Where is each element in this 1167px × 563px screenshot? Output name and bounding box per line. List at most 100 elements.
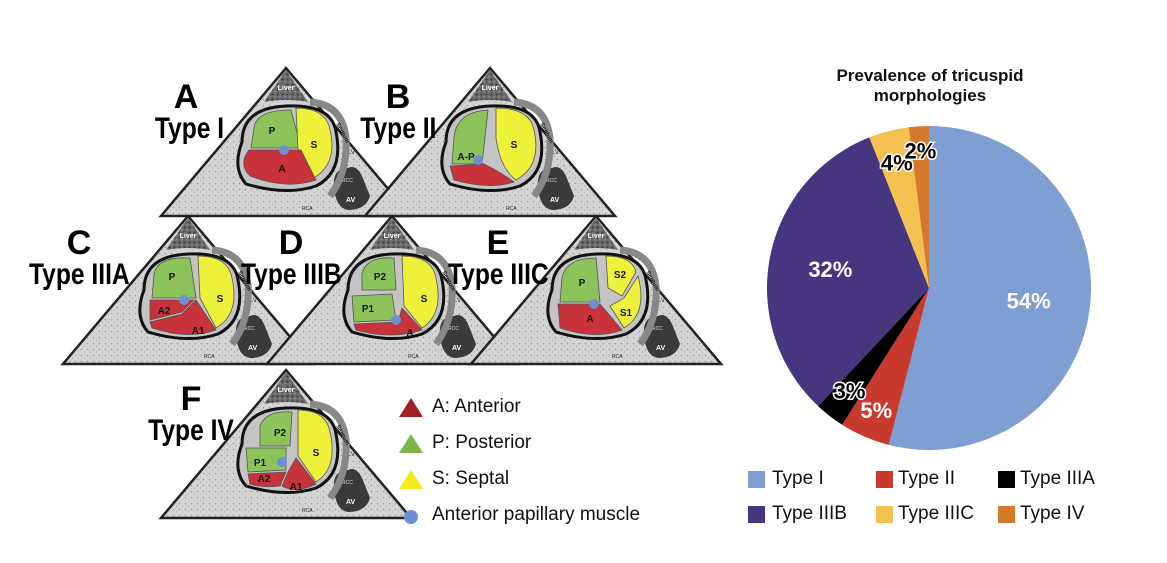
panel-type: Type IV (148, 414, 234, 447)
leaflet-label: P1 (362, 304, 375, 315)
pie-data-label: 5% (860, 398, 892, 423)
septum-band (309, 98, 350, 199)
leaflet-label: A2 (158, 306, 171, 317)
panel-label-c: C Type IIIA (18, 226, 140, 290)
leaflet-label: S (421, 294, 428, 305)
liver-label: Liver (278, 387, 295, 394)
lv-label: LV (348, 150, 355, 156)
leaflet-region (361, 257, 397, 291)
leaflet-label: P (579, 278, 586, 289)
rcc-label: RCC (342, 480, 353, 486)
pie-slice-type-i (888, 126, 1091, 450)
pie-data-label: 32% (808, 257, 852, 282)
av-label: AV (452, 345, 462, 352)
leaflet-region (247, 471, 287, 488)
panel-label-d: D Type IIIB (230, 226, 352, 290)
legend-label: Anterior papillary muscle (432, 504, 641, 525)
red-triangle-icon (399, 398, 423, 417)
liver-region (264, 70, 308, 102)
rca-label: RCA (612, 354, 623, 360)
legend-swatch-type-iiia (998, 471, 1015, 488)
leaflet-region (495, 107, 537, 181)
legend-swatch-type-iiib (748, 506, 765, 523)
lv-label: LV (250, 298, 257, 304)
leaflet-region (605, 255, 637, 297)
papillary-muscle-marker (277, 457, 287, 467)
rca-label: RCA (204, 354, 215, 360)
panel-letter: C (66, 224, 92, 262)
legend-swatch-type-iv (998, 506, 1015, 523)
rcc-label: RCC (652, 326, 663, 332)
panel-type: Type IIIB (240, 258, 342, 291)
leaflet-label: A2 (258, 474, 271, 485)
panel-letter: F (180, 380, 202, 418)
papillary-muscle-marker (391, 315, 401, 325)
rca-label: RCA (302, 206, 313, 212)
pie-slice-type-ii (842, 288, 929, 445)
pie-data-label: 4% (881, 150, 913, 175)
leaflet-region (353, 307, 423, 336)
legend-label: P: Posterior (432, 432, 532, 453)
av-label: AV (656, 345, 666, 352)
panel-type: Type II (360, 112, 437, 145)
liver-region (264, 372, 308, 404)
leaflet-region (559, 257, 601, 303)
leaflet-label: P (269, 126, 276, 137)
yellow-triangle-icon (399, 470, 423, 489)
green-triangle-icon (399, 434, 423, 453)
blue-circle-icon (404, 510, 418, 524)
panel-label-b: B Type II (352, 80, 444, 144)
legend-swatch-type-iiic (876, 506, 893, 523)
panel-type: Type I (154, 112, 225, 145)
leaflet-region (449, 163, 515, 186)
liver-region (166, 218, 210, 250)
pie-data-label: 2% (904, 139, 936, 164)
leaflet-label: A (278, 164, 285, 175)
pie-data-label: 54% (1007, 289, 1051, 314)
liver-label: Liver (384, 233, 401, 240)
leaflet-region (149, 299, 217, 335)
leaflet-label: A (586, 314, 593, 325)
papillary-muscle-marker (279, 145, 289, 155)
panel-label-a: A Type I (148, 80, 224, 144)
leaflet-label: A-P (457, 152, 475, 163)
legend-item-type-iv: Type IV (1020, 503, 1085, 524)
papillary-muscle-marker (473, 155, 483, 165)
av-label: AV (550, 197, 560, 204)
liver-label: Liver (482, 85, 499, 92)
lv-label: LV (552, 150, 559, 156)
leaflet-region (151, 257, 197, 299)
av-label: AV (346, 197, 356, 204)
papillary-muscle-marker (179, 295, 189, 305)
leaflet-region (401, 255, 439, 329)
chart-title: Prevalence of tricuspid morphologies (836, 66, 1024, 105)
liver-region (370, 218, 414, 250)
leaflet-label: A1 (192, 326, 205, 337)
panel-type: Type IIIA (28, 258, 130, 291)
rca-label: RCA (302, 508, 313, 514)
leaflet-region (451, 109, 489, 165)
legend-label: S: Septal (432, 468, 510, 489)
leaflet-label: A (406, 328, 413, 339)
pie-data-label: 3% (834, 378, 866, 403)
legend-item-type-iiib: Type IIIB (772, 503, 847, 524)
panel-label-e: E Type IIIC (437, 226, 559, 290)
rca-label: RCA (506, 206, 517, 212)
leaflet-label: P (169, 272, 176, 283)
lv-label: LV (348, 452, 355, 458)
septum-band (415, 246, 456, 347)
panel-letter: D (278, 224, 304, 262)
leaflet-label: S (217, 294, 224, 305)
av-label: AV (346, 499, 356, 506)
liver-region (574, 218, 618, 250)
legend-item-type-ii: Type II (898, 468, 956, 489)
pie-slice-type-iiia (818, 288, 929, 425)
leaflet-region (557, 303, 623, 335)
